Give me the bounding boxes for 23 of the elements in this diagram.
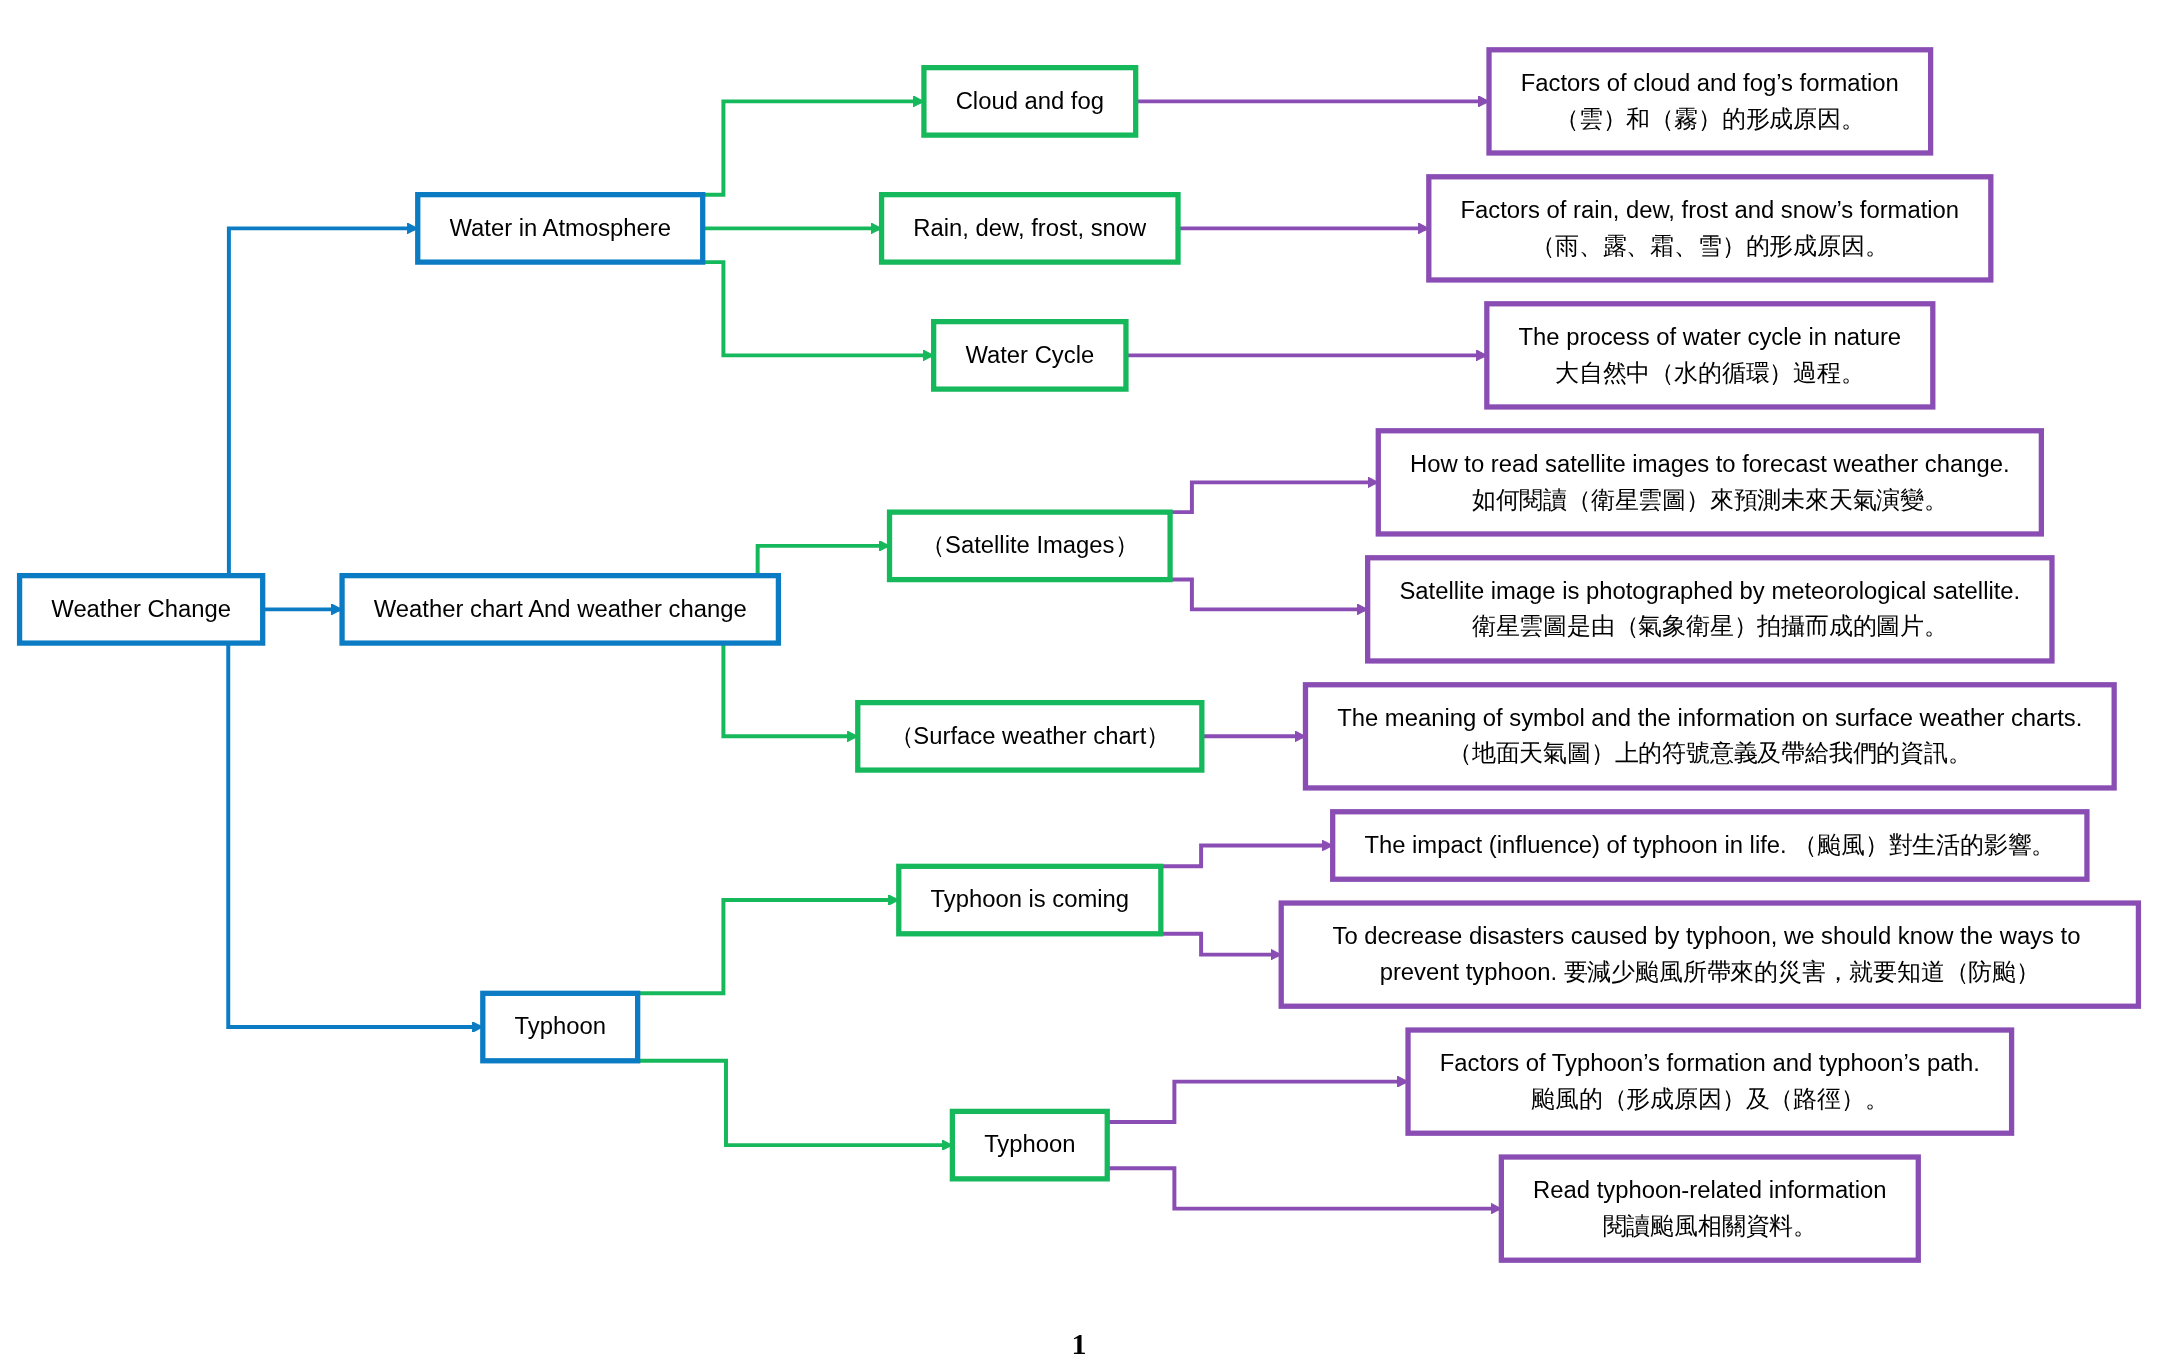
- node-box: Typhoon: [480, 990, 641, 1064]
- node-box: Weather Change: [16, 573, 266, 646]
- node-box: Rain, dew, frost, snow: [878, 192, 1181, 265]
- node-box: Typhoon is coming: [896, 863, 1164, 937]
- page-number: 1: [1071, 1327, 1087, 1360]
- node-box: （Satellite Images）: [886, 509, 1173, 583]
- node-box: （Surface weather chart）: [855, 699, 1205, 773]
- node-box: Satellite image is photographed by meteorological satellite. 衛星雲圖是由（氣象衛星）拍攝而成的圖片。: [1365, 555, 2055, 664]
- node-box: Water in Atmosphere: [415, 192, 706, 265]
- node-box: Typhoon: [949, 1108, 1110, 1182]
- node-box: Water Cycle: [931, 319, 1129, 392]
- node-box: Read typhoon-related information 閱讀颱風相關資料。: [1498, 1154, 1921, 1263]
- node-box: The impact (influence) of typhoon in life. （颱風）對生活的影響。: [1330, 809, 2090, 882]
- node-box: To decrease disasters caused by typhoon, we should know the ways to prevent typhoon. 要減少颱風所帶來的災害，就要知道（防颱）: [1278, 900, 2142, 1009]
- node-box: The process of water cycle in nature 大自然中（水的循環）過程。: [1484, 301, 1936, 410]
- node-box: The meaning of symbol and the information on surface weather charts. （地面天氣圖）上的符號意義及帶給我們的資訊。: [1302, 682, 2117, 791]
- node-box: Factors of cloud and fog’s formation （雲）和（霧）的形成原因。: [1486, 47, 1934, 156]
- node-box: Weather chart And weather change: [339, 573, 782, 646]
- node-box: Cloud and fog: [921, 65, 1139, 138]
- arrow: [1201, 730, 1306, 743]
- node-box: How to read satellite images to forecast weather change. 如何閱讀（衛星雲圖）來預測未來天氣演變。: [1375, 428, 2044, 537]
- node-box: Factors of Typhoon’s formation and typhoon’s path. 颱風的（形成原因）及（路徑）。: [1405, 1027, 2015, 1136]
- node-box: Factors of rain, dew, frost and snow’s formation （雨、露、霜、雪）的形成原因。: [1426, 174, 1994, 283]
